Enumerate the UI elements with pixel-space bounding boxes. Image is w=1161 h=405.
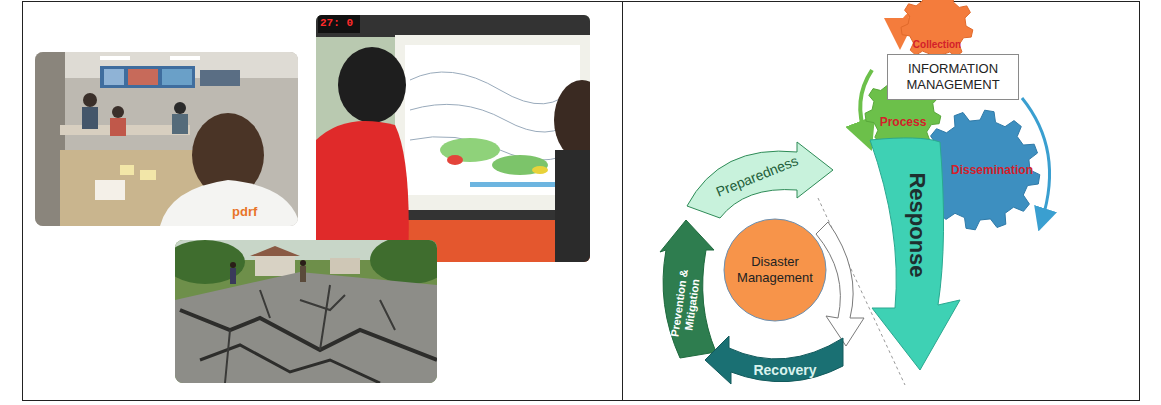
table-frame [23, 2, 1140, 401]
cycle-arrow-shape [820, 130, 960, 380]
node-label: Collection [901, 37, 973, 51]
clock-digits: 27: 0 [320, 17, 353, 29]
node-label: Disaster Management [733, 250, 817, 290]
photo-operations-room [35, 52, 298, 226]
node-label: Process [870, 114, 936, 130]
photo-weather-screen [316, 15, 590, 262]
cycle-arrow: Response [820, 130, 960, 380]
photo-cracked-road [175, 240, 437, 383]
cycle-arrow [860, 70, 872, 136]
node-label: Dissemination [946, 162, 1038, 178]
title-box: INFORMATION MANAGEMENT [887, 54, 1019, 100]
node-label: Response [904, 160, 930, 290]
table-divider [622, 2, 623, 401]
center-circle: Disaster Management [723, 218, 827, 322]
shirt-logo: pdrf [232, 204, 257, 219]
cycle-arrow-shape [705, 330, 845, 392]
node-label: Recovery [745, 361, 825, 379]
cycle-arrow: Preparedness [685, 140, 835, 220]
node-label: INFORMATION MANAGEMENT [890, 56, 1016, 98]
cycle-arrow: Prevention & Mitigation [660, 220, 720, 360]
cycle-arrow: Recovery [705, 330, 845, 392]
